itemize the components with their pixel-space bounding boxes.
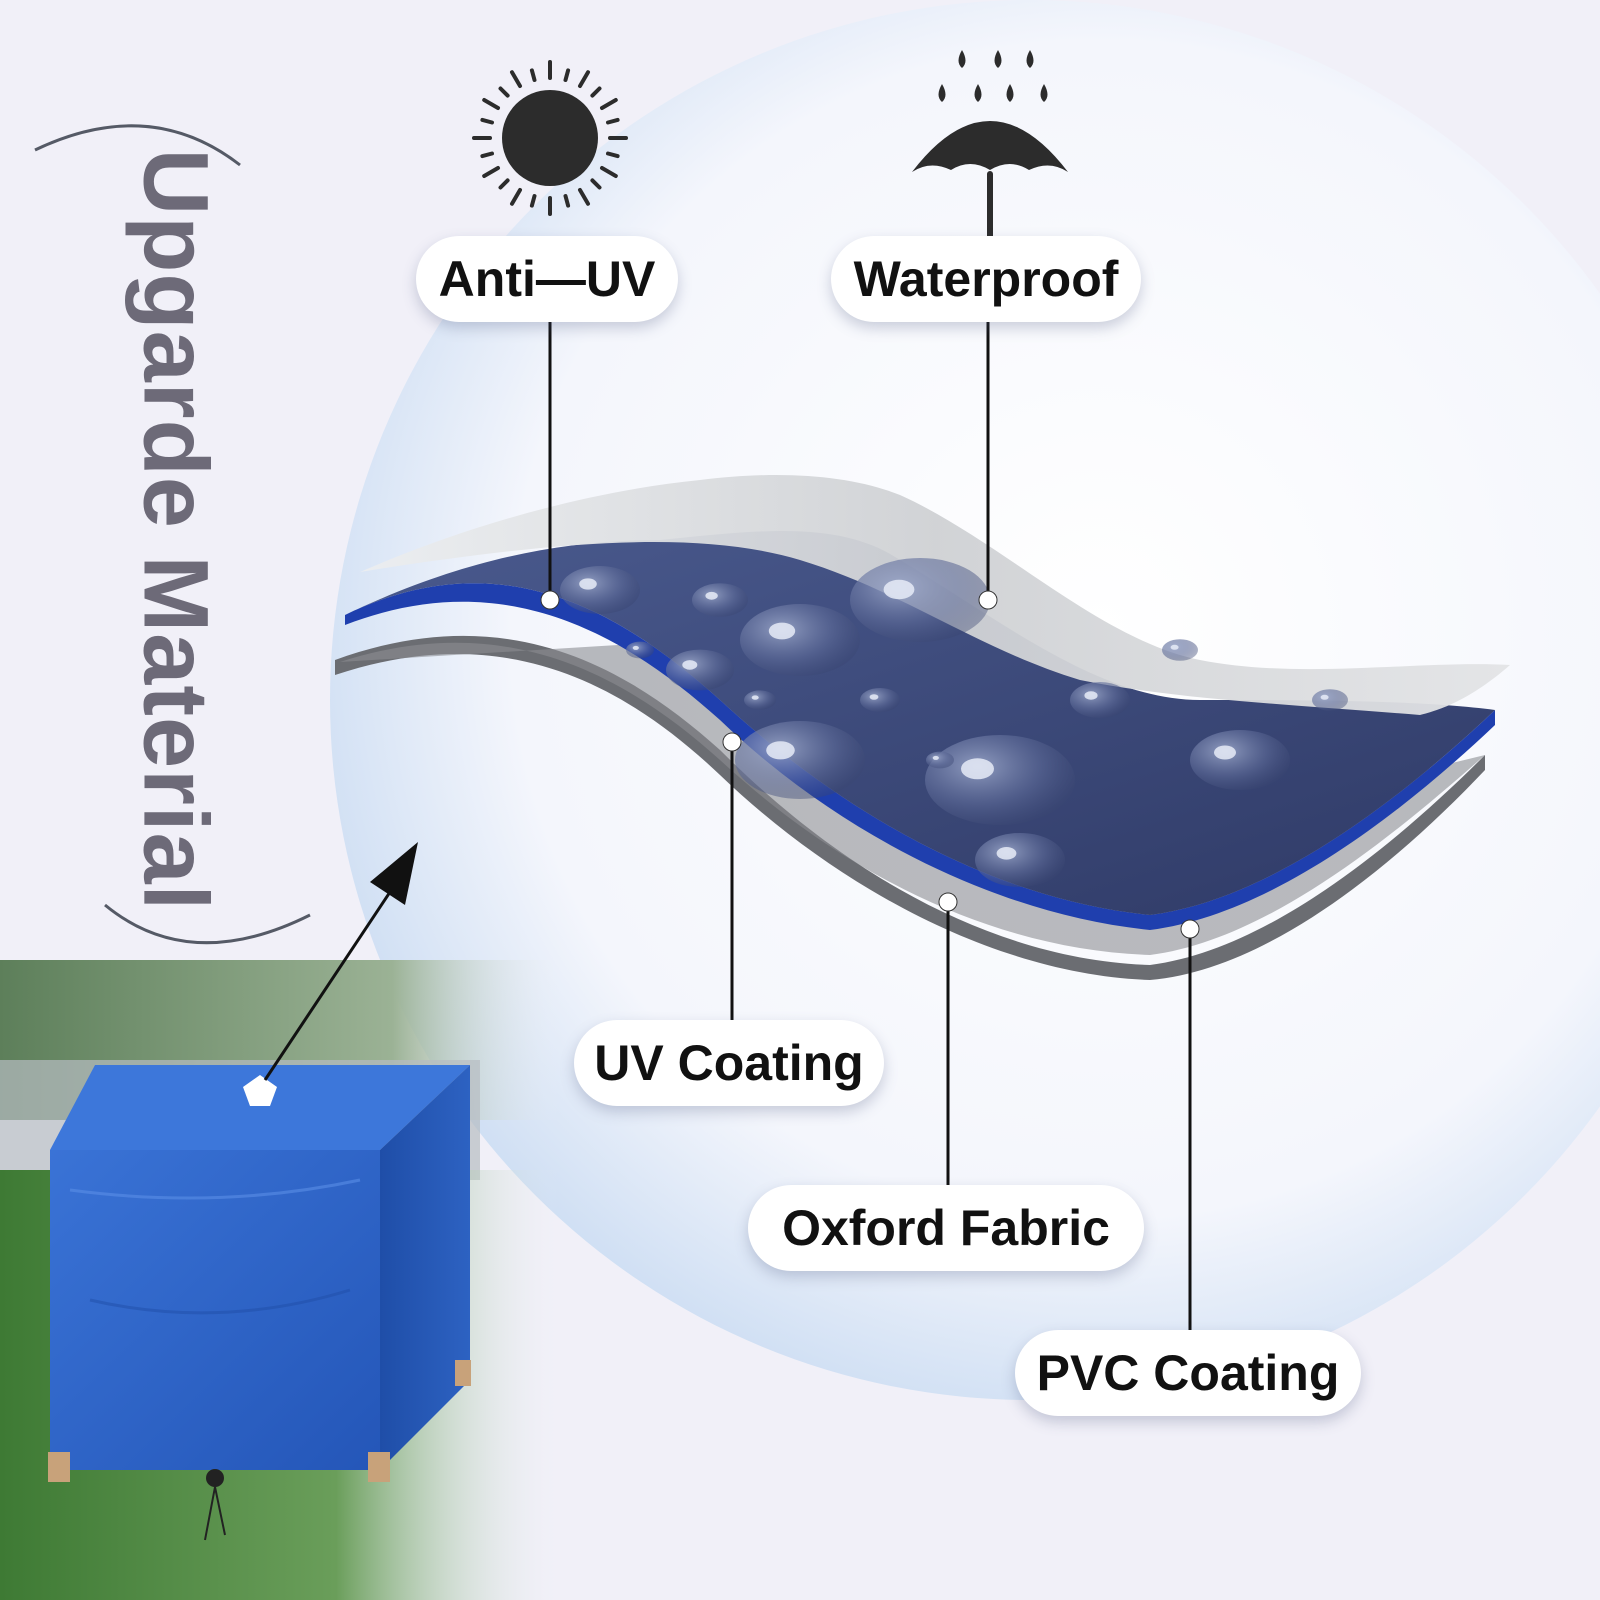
connector-dots: [540, 590, 1200, 939]
sun-ray: [578, 188, 590, 206]
uv-coating-dot: [722, 732, 742, 752]
droplet-highlight: [766, 741, 795, 760]
sun-ray: [510, 70, 522, 88]
sun-ray: [498, 178, 510, 190]
sun-ray: [590, 178, 602, 190]
oxford-layer: [345, 531, 1495, 915]
water-droplet: [1162, 639, 1198, 661]
droplet-highlight: [579, 578, 597, 590]
water-droplet: [744, 690, 776, 710]
raindrop: [1026, 50, 1034, 68]
raindrop: [1040, 84, 1048, 102]
fabric-layers: [335, 475, 1510, 980]
sun-ray: [480, 117, 494, 125]
oxford-fabric-dot: [938, 892, 958, 912]
sun-ray: [600, 166, 618, 178]
sun-icon: [472, 60, 628, 216]
water-droplet: [1312, 689, 1348, 711]
sun-ray: [529, 68, 537, 82]
sun-ray: [590, 86, 602, 98]
title-arc-top: [34, 124, 241, 167]
waterproof-dot: [978, 590, 998, 610]
sun-ray: [563, 194, 571, 208]
droplet-highlight: [961, 758, 994, 780]
droplet-highlight: [932, 755, 939, 760]
sun-ray: [529, 194, 537, 208]
raindrop: [994, 50, 1002, 68]
sun-ray: [482, 98, 500, 110]
droplet-highlight: [768, 622, 796, 640]
water-droplet: [1190, 730, 1290, 790]
anti-uv-dot: [540, 590, 560, 610]
water-droplet: [975, 833, 1065, 887]
water-droplet: [860, 688, 900, 712]
water-droplet: [1070, 682, 1130, 718]
raindrop: [958, 50, 966, 68]
sun-ray: [578, 70, 590, 88]
waterproof-label: Waterproof: [831, 236, 1141, 322]
water-droplet: [666, 649, 734, 691]
droplet-highlight: [1170, 644, 1179, 650]
droplet-highlight: [883, 579, 915, 600]
anti-uv-label: Anti—UV: [416, 236, 678, 322]
sun-ray: [482, 166, 500, 178]
water-droplet: [850, 558, 990, 642]
sun-ray: [510, 188, 522, 206]
droplet-highlight: [632, 645, 639, 650]
pvc-coating-label: PVC Coating: [1015, 1330, 1361, 1416]
raindrop: [974, 84, 982, 102]
water-droplet: [735, 721, 865, 799]
water-droplet: [926, 751, 954, 769]
water-droplet: [692, 583, 748, 617]
droplet-highlight: [869, 694, 879, 700]
vertical-title: Upgarde Material: [124, 148, 227, 912]
water-droplet: [560, 566, 640, 614]
sun-ray: [600, 98, 618, 110]
water-droplet: [740, 604, 860, 676]
sun-ray: [606, 151, 620, 159]
raindrop: [1006, 84, 1014, 102]
raindrop: [938, 84, 946, 102]
zoom-arrow: [263, 842, 418, 1081]
uv-coating-label: UV Coating: [574, 1020, 884, 1106]
zoom-point: [243, 1075, 277, 1106]
sun-ray: [498, 86, 510, 98]
oxford-fabric-label: Oxford Fabric: [748, 1185, 1144, 1271]
pvc-layer: [335, 635, 1485, 980]
title-arc-bottom: [104, 903, 311, 945]
droplet-highlight: [705, 591, 718, 600]
water-droplet: [626, 641, 654, 659]
furniture-cover: [48, 1065, 471, 1541]
droplet-highlight: [682, 660, 698, 670]
droplet-highlight: [1084, 691, 1098, 700]
droplet-highlight: [996, 847, 1017, 860]
droplet-highlight: [1214, 745, 1236, 760]
connector-lines: [548, 320, 1192, 1330]
droplet-highlight: [1320, 694, 1329, 700]
sun-ray: [606, 117, 620, 125]
water-droplet: [925, 735, 1075, 825]
pvc-coating-dot: [1180, 919, 1200, 939]
sun-ray: [563, 68, 571, 82]
sun-ray: [480, 151, 494, 159]
droplet-highlight: [751, 695, 759, 700]
